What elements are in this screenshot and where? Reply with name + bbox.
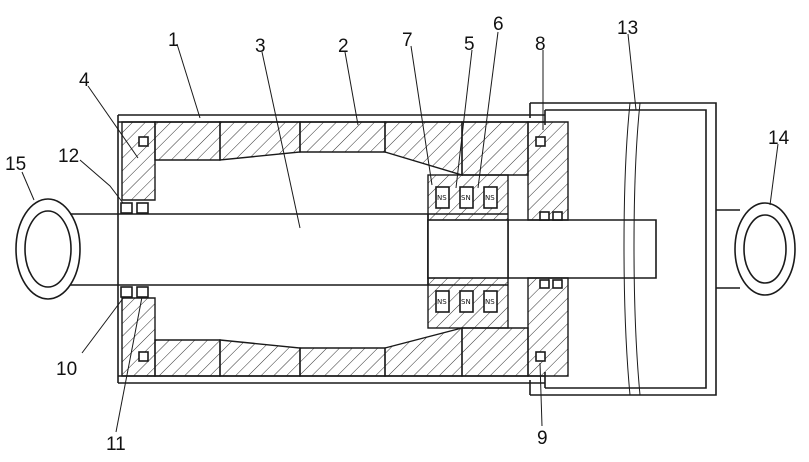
right-end-cap [527,121,569,377]
part-label-3: 3 [255,36,266,57]
right-eye-mount [716,202,796,296]
part-label-9: 9 [537,428,548,449]
part-label-1: 1 [168,30,179,51]
part-label-7: 7 [402,30,413,51]
magnet-label: SN [461,298,471,306]
part-label-10: 10 [56,359,77,380]
left-end-cap [121,121,156,377]
magnet-label: SN [461,194,471,202]
magnet-label: NS [485,298,495,306]
magnet-label: NS [485,194,495,202]
part-label-12: 12 [58,146,79,167]
part-label-14: 14 [768,128,790,149]
rod-seals-left [120,202,149,298]
part-label-5: 5 [464,34,475,55]
leader-lines [21,31,779,433]
mover-assembly: NS SN NS NS SN NS [427,174,509,329]
left-eye-mount [15,198,81,300]
magnet-label: NS [437,298,447,306]
part-label-11: 11 [106,434,126,455]
part-labels: 1 2 3 4 5 6 7 8 9 10 11 12 13 14 15 [5,14,790,455]
magnet-label: NS [437,194,447,202]
part-label-13: 13 [617,18,638,39]
part-label-2: 2 [338,36,349,57]
part-label-4: 4 [79,70,90,91]
part-label-6: 6 [493,14,504,35]
part-label-15: 15 [5,154,26,175]
part-label-8: 8 [535,34,546,55]
piston-rod [70,213,657,286]
